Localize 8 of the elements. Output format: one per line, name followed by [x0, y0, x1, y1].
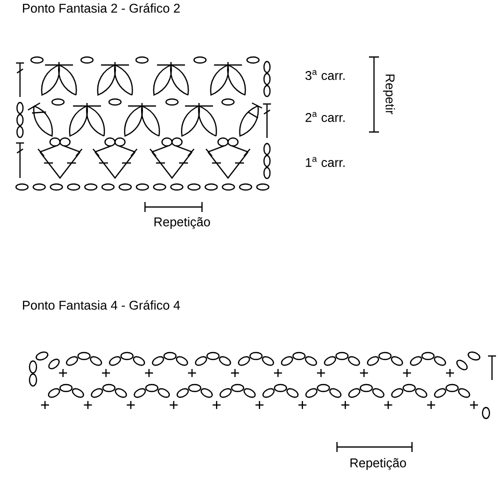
row-label: 2$^{a}$ carr. — [306, 112, 345, 122]
row-label: 1$^{a}$ carr. — [306, 157, 345, 167]
repeat-label: Repetição — [350, 458, 406, 470]
repeat-label: Repetição — [154, 217, 210, 229]
chart-title: Ponto Fantasia 2 - Gráfico 2 — [22, 3, 180, 13]
repeat-label: Repetir — [383, 74, 395, 114]
row-label: 3$^{a}$ carr. — [305, 70, 345, 80]
chart-title: Ponto Fantasia 4 - Gráfico 4 — [22, 300, 180, 310]
